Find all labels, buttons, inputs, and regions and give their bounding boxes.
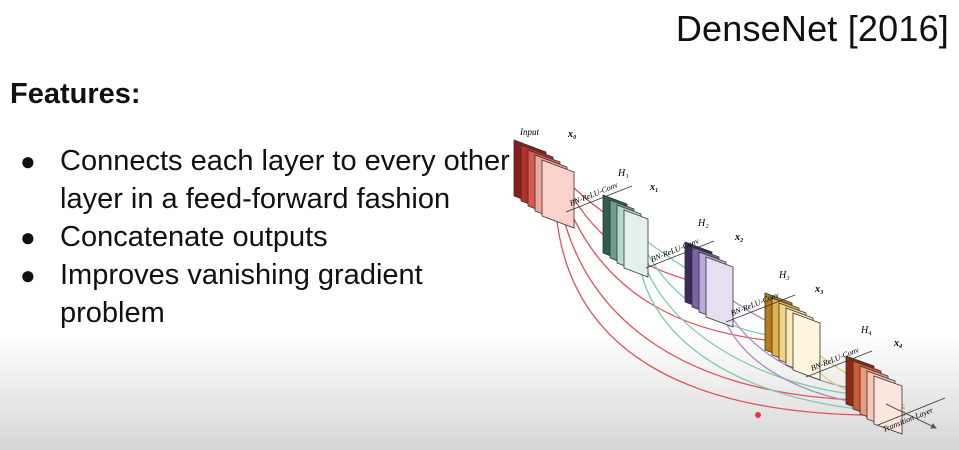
- x3-label: x₃: [814, 284, 824, 295]
- op-line-1: [565, 185, 633, 213]
- op-line-3: [725, 294, 796, 323]
- bullet-icon: ●: [20, 260, 36, 290]
- slide-title: DenseNet [2016]: [675, 8, 949, 49]
- block-3: [764, 292, 821, 381]
- bullet-icon: ●: [20, 146, 36, 176]
- feature-item: ● Improves vanishing gradient problem: [14, 256, 514, 332]
- bullet-icon: ●: [20, 222, 36, 252]
- op-line-2: [645, 240, 715, 269]
- block-2: [684, 241, 734, 328]
- x1-label: x₁: [649, 182, 659, 193]
- h2-label: H₂: [697, 218, 709, 229]
- x0-label: x₀: [567, 129, 577, 140]
- h3-label: H₃: [778, 270, 790, 281]
- features-list: ● Connects each layer to every other laye…: [14, 142, 514, 332]
- transition-line: [877, 397, 946, 426]
- connection-red: [557, 191, 861, 401]
- x2-label: x₂: [734, 232, 744, 243]
- feature-text: Connects each layer to every other layer…: [60, 145, 510, 215]
- op-line-4: [805, 350, 873, 378]
- pointer-dot: [755, 412, 761, 418]
- connection-green: [639, 249, 861, 396]
- feature-item: ● Connects each layer to every other laye…: [14, 142, 514, 218]
- feature-item: ● Concatenate outputs: [14, 218, 514, 256]
- features-heading: Features:: [10, 78, 141, 110]
- input-block: [513, 139, 575, 229]
- h4-label: H₄: [860, 325, 872, 336]
- block-1: [602, 194, 649, 278]
- connection-red: [554, 194, 906, 416]
- h1-label: H₁: [617, 168, 629, 179]
- transition-arrow: [885, 403, 937, 429]
- input-label: Input: [519, 127, 539, 137]
- x4-label: x₄: [893, 338, 903, 349]
- feature-text: Concatenate outputs: [60, 221, 328, 253]
- feature-text: Improves vanishing gradient problem: [60, 259, 423, 329]
